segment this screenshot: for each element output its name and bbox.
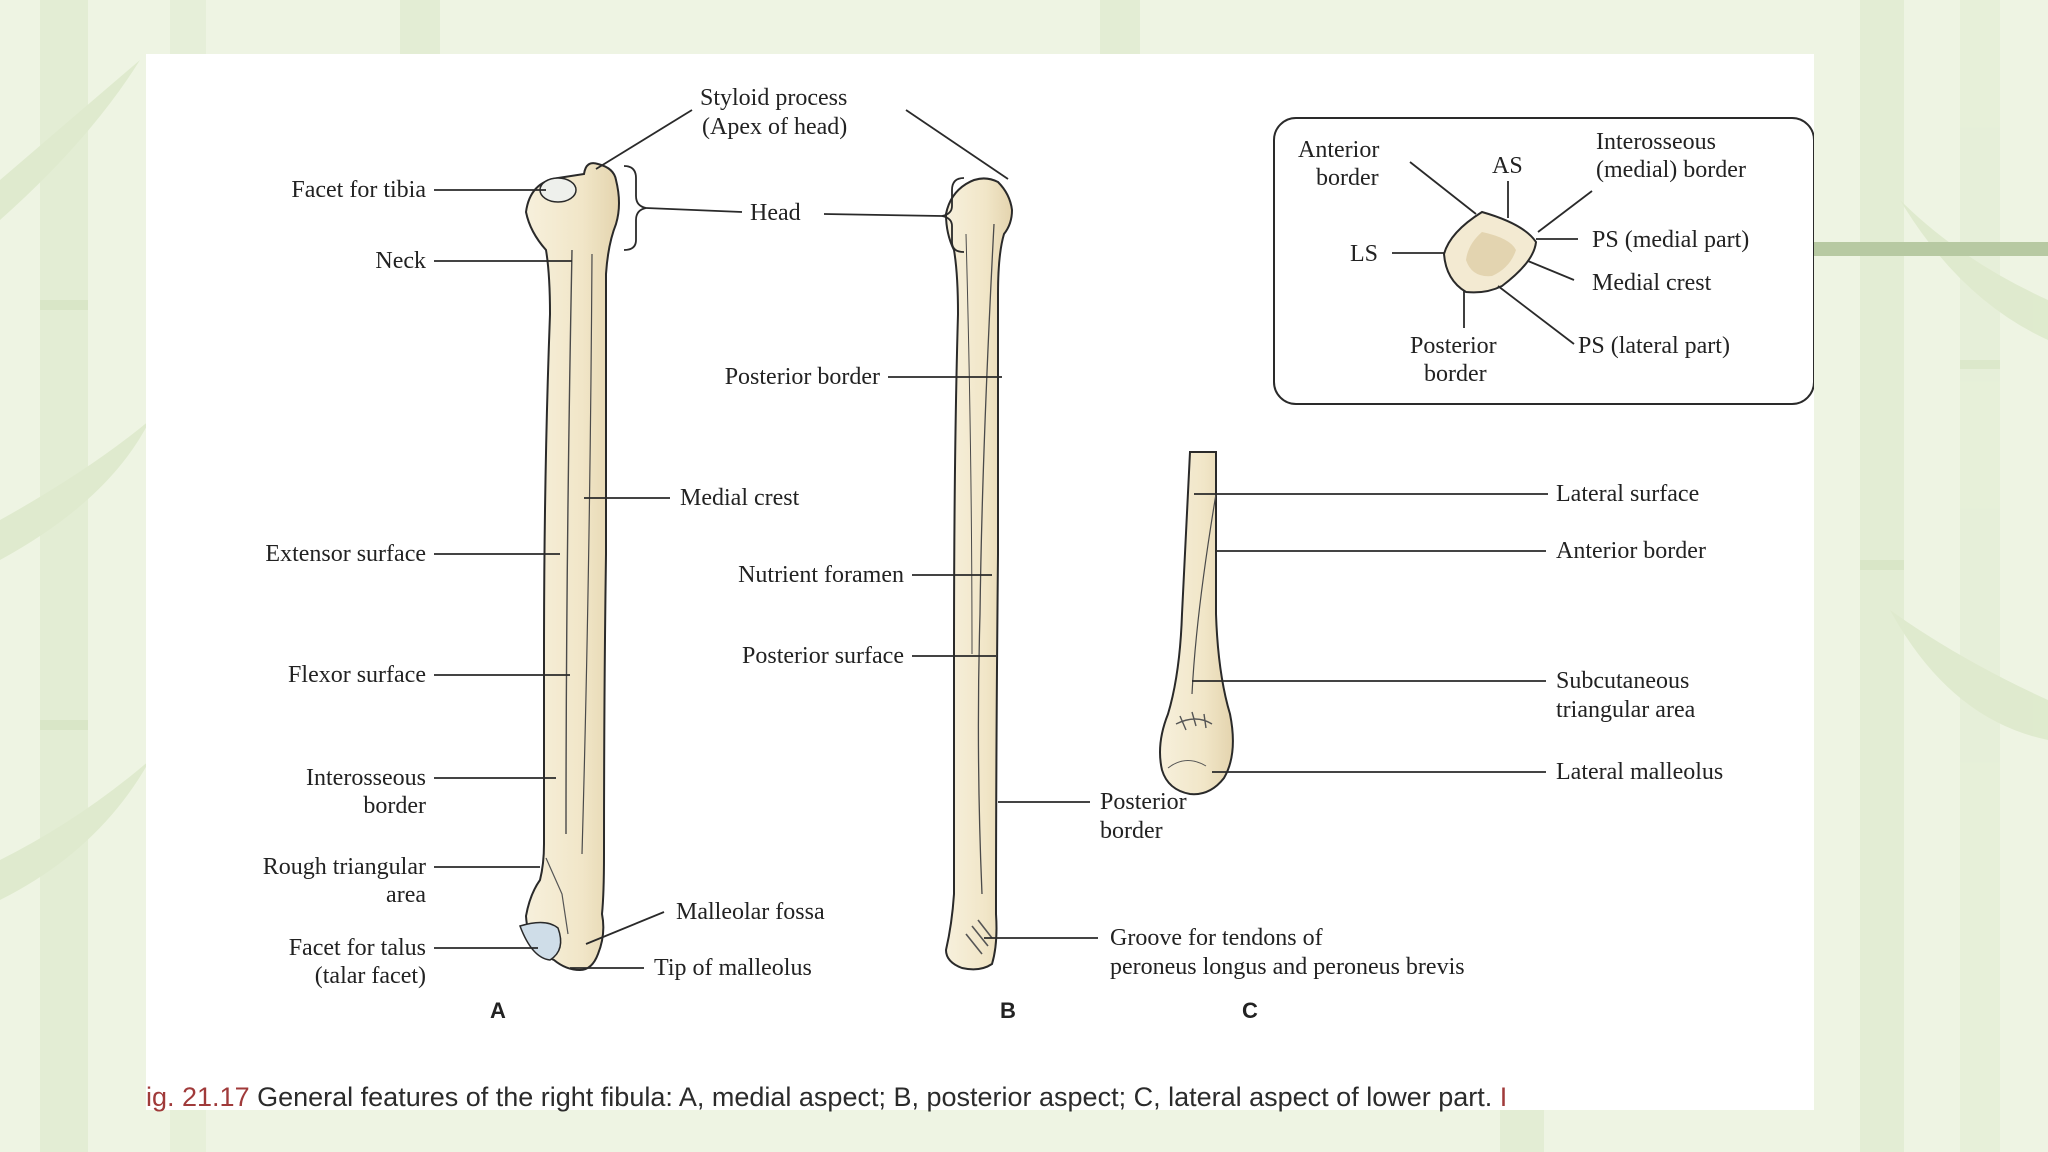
label-tip-of-malleolus: Tip of malleolus bbox=[654, 955, 812, 981]
inset-label-medial-crest: Medial crest bbox=[1592, 270, 1712, 296]
label-facet-for-talus-line1: Facet for talus bbox=[288, 935, 426, 961]
label-rough-triangular-area-line1: Rough triangular bbox=[262, 854, 426, 880]
fibula-medial-aspect bbox=[519, 162, 620, 972]
label-posterior-border-lower-line1: Posterior bbox=[1100, 789, 1187, 815]
leader-lines bbox=[434, 109, 1593, 969]
label-subcutaneous-triangular-area-line1: Subcutaneous bbox=[1556, 668, 1690, 694]
label-interosseous-border-line2: border bbox=[363, 793, 426, 819]
inset-box bbox=[1273, 117, 1814, 405]
figure-caption: ig. 21.17 General features of the right … bbox=[146, 1082, 1814, 1122]
inset-label-anterior-border-line1: Anterior bbox=[1298, 137, 1380, 163]
label-apex-of-head: (Apex of head) bbox=[702, 114, 848, 140]
label-neck: Neck bbox=[375, 248, 426, 274]
label-posterior-surface: Posterior surface bbox=[742, 643, 904, 669]
label-lateral-malleolus: Lateral malleolus bbox=[1556, 759, 1724, 785]
panel-label-c: C bbox=[1242, 998, 1258, 1023]
panel-label-a: A bbox=[490, 998, 506, 1023]
inset-label-ps-medial-part: PS (medial part) bbox=[1592, 227, 1750, 253]
label-interosseous-border-line1: Interosseous bbox=[306, 765, 426, 791]
figure-card: Styloid process (Apex of head) Head Face… bbox=[146, 54, 1814, 1112]
label-extensor-surface: Extensor surface bbox=[265, 541, 426, 567]
inset-label-ls: LS bbox=[1350, 241, 1379, 267]
label-lateral-surface: Lateral surface bbox=[1556, 481, 1700, 507]
label-flexor-surface: Flexor surface bbox=[288, 662, 426, 688]
label-rough-triangular-area-line2: area bbox=[386, 882, 426, 908]
inset-label-anterior-border-line2: border bbox=[1316, 165, 1379, 191]
caption-figure-number: ig. 21.17 bbox=[146, 1082, 250, 1112]
label-facet-for-tibia: Facet for tibia bbox=[291, 177, 426, 203]
label-groove-for-tendons-line1: Groove for tendons of bbox=[1110, 925, 1323, 951]
label-anterior-border: Anterior border bbox=[1556, 538, 1706, 564]
inset-label-ps-lateral-part: PS (lateral part) bbox=[1578, 333, 1730, 359]
label-posterior-border-lower-line2: border bbox=[1100, 818, 1163, 844]
label-groove-for-tendons-line2: peroneus longus and peroneus brevis bbox=[1110, 954, 1465, 980]
fibula-posterior-aspect bbox=[944, 177, 1014, 971]
fibula-diagram bbox=[434, 109, 1814, 972]
label-styloid-process: Styloid process bbox=[700, 85, 848, 111]
caption-tail: I bbox=[1499, 1082, 1508, 1112]
label-subcutaneous-triangular-area-line2: triangular area bbox=[1556, 697, 1696, 723]
label-head: Head bbox=[750, 200, 801, 226]
inset-label-posterior-border-line2: border bbox=[1424, 361, 1487, 387]
inset-label-as: AS bbox=[1492, 153, 1523, 179]
label-malleolar-fossa: Malleolar fossa bbox=[676, 899, 825, 925]
inset-label-interosseous-border-line2: (medial) border bbox=[1596, 157, 1746, 183]
accent-bar bbox=[1814, 242, 2048, 256]
panel-label-b: B bbox=[1000, 998, 1016, 1023]
label-medial-crest: Medial crest bbox=[680, 485, 800, 511]
fibula-lateral-aspect bbox=[1159, 451, 1234, 796]
label-nutrient-foramen: Nutrient foramen bbox=[738, 562, 904, 588]
inset-label-posterior-border-line1: Posterior bbox=[1410, 333, 1497, 359]
label-posterior-border: Posterior border bbox=[724, 364, 880, 390]
label-facet-for-talus-line2: (talar facet) bbox=[314, 963, 426, 989]
caption-text: General features of the right fibula: A,… bbox=[257, 1082, 1493, 1112]
inset-label-interosseous-border-line1: Interosseous bbox=[1596, 129, 1716, 155]
